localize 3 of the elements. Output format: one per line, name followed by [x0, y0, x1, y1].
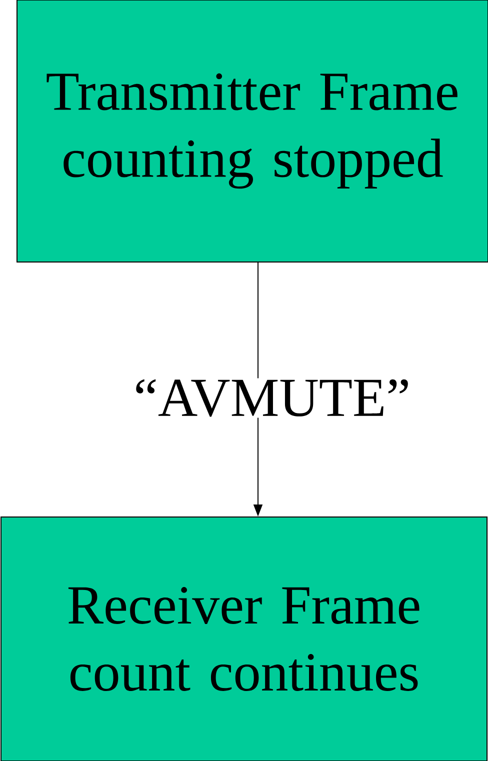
edge-label: “AVMUTE”	[132, 378, 412, 418]
process-box: Receiver Frame count continues	[0, 516, 488, 761]
process-box: Transmitter Frame counting stopped	[16, 0, 488, 262]
